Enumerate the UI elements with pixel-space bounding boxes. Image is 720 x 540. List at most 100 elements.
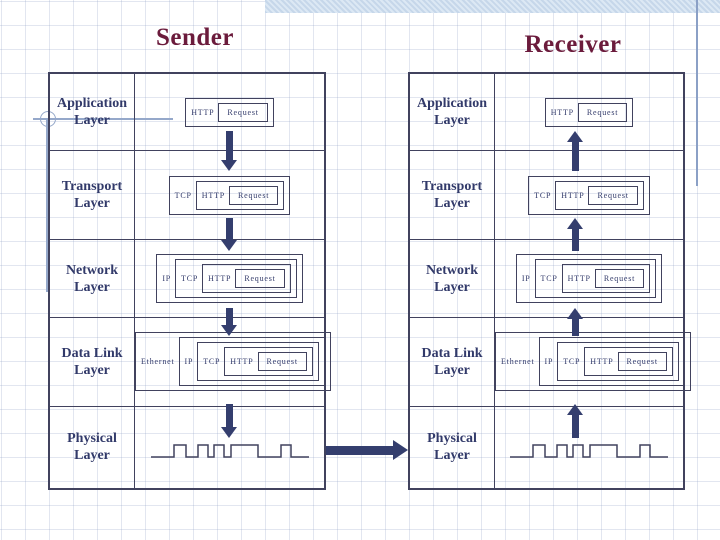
protocol-label: TCP bbox=[181, 274, 199, 284]
layer-label-line2: Layer bbox=[74, 196, 110, 212]
protocol-label: HTTP bbox=[191, 107, 215, 117]
arrow-head bbox=[220, 160, 237, 171]
protocol-label: TCP bbox=[563, 357, 581, 367]
protocol-label: IP bbox=[184, 357, 194, 367]
payload-box: Request bbox=[235, 269, 285, 289]
protocol-label: TCP bbox=[174, 190, 192, 200]
receiver-up-arrow-2 bbox=[566, 218, 584, 251]
payload-box: Request bbox=[218, 102, 268, 122]
arrow-head bbox=[220, 325, 237, 336]
layer-label-line1: Physical bbox=[67, 431, 117, 447]
protocol-label: HTTP bbox=[201, 190, 225, 200]
arrow-head bbox=[566, 131, 583, 142]
sender-content-physical bbox=[135, 407, 324, 488]
layer-label-line1: Network bbox=[425, 262, 479, 278]
layer-label-line1: Application bbox=[416, 96, 487, 112]
protocol-label: HTTP bbox=[208, 274, 232, 284]
protocol-label: IP bbox=[162, 274, 172, 284]
protocol-label: IP bbox=[544, 357, 554, 367]
decorative-horizontal-line bbox=[33, 118, 173, 120]
payload-box: Request bbox=[228, 185, 279, 205]
layer-label-line1: Data Link bbox=[421, 345, 483, 361]
arrow-shaft bbox=[571, 141, 579, 171]
payload-box: Request bbox=[588, 185, 638, 205]
layer-label-line2: Layer bbox=[434, 113, 470, 129]
arrow-head bbox=[566, 308, 583, 319]
arrow-shaft bbox=[571, 318, 579, 336]
arrow-shaft bbox=[225, 404, 233, 428]
protocol-label: Ethernet bbox=[141, 357, 175, 367]
layer-label-line1: Network bbox=[65, 262, 119, 278]
arrow-shaft bbox=[571, 414, 579, 438]
layer-label-line1: Transport bbox=[61, 179, 123, 195]
protocol-label: HTTP bbox=[567, 274, 591, 284]
sender-down-arrow-4 bbox=[220, 404, 238, 438]
arrow-head bbox=[220, 427, 237, 438]
layer-label-line2: Layer bbox=[434, 196, 470, 212]
layer-label-line2: Layer bbox=[74, 448, 110, 464]
receiver-up-arrow-3 bbox=[566, 308, 584, 336]
decorative-vertical-line bbox=[46, 119, 48, 292]
receiver-up-arrow-4 bbox=[566, 404, 584, 438]
payload-box: Request bbox=[577, 102, 628, 122]
payload-box: Request bbox=[257, 352, 307, 372]
arrow-head bbox=[220, 240, 237, 251]
receiver-content-physical bbox=[495, 407, 683, 488]
transmission-arrow-shaft bbox=[326, 446, 394, 455]
arrow-shaft bbox=[225, 131, 233, 161]
sender-title: Sender bbox=[156, 24, 234, 51]
protocol-label: TCP bbox=[534, 190, 552, 200]
layer-label-line2: Layer bbox=[434, 448, 470, 464]
layer-label-line2: Layer bbox=[434, 279, 470, 295]
layer-label-line2: Layer bbox=[74, 279, 110, 295]
protocol-label: HTTP bbox=[550, 107, 574, 117]
top-hatched-band bbox=[265, 0, 720, 13]
layer-label-line1: Application bbox=[56, 96, 127, 112]
layer-label-line1: Transport bbox=[421, 179, 483, 195]
protocol-label: HTTP bbox=[230, 357, 254, 367]
signal-waveform-icon bbox=[150, 444, 309, 458]
sender-down-arrow-1 bbox=[220, 131, 238, 171]
layer-label-line2: Layer bbox=[74, 113, 110, 129]
layer-label-line2: Layer bbox=[74, 362, 110, 378]
sender-down-arrow-3 bbox=[220, 308, 238, 336]
receiver-title: Receiver bbox=[524, 31, 622, 58]
